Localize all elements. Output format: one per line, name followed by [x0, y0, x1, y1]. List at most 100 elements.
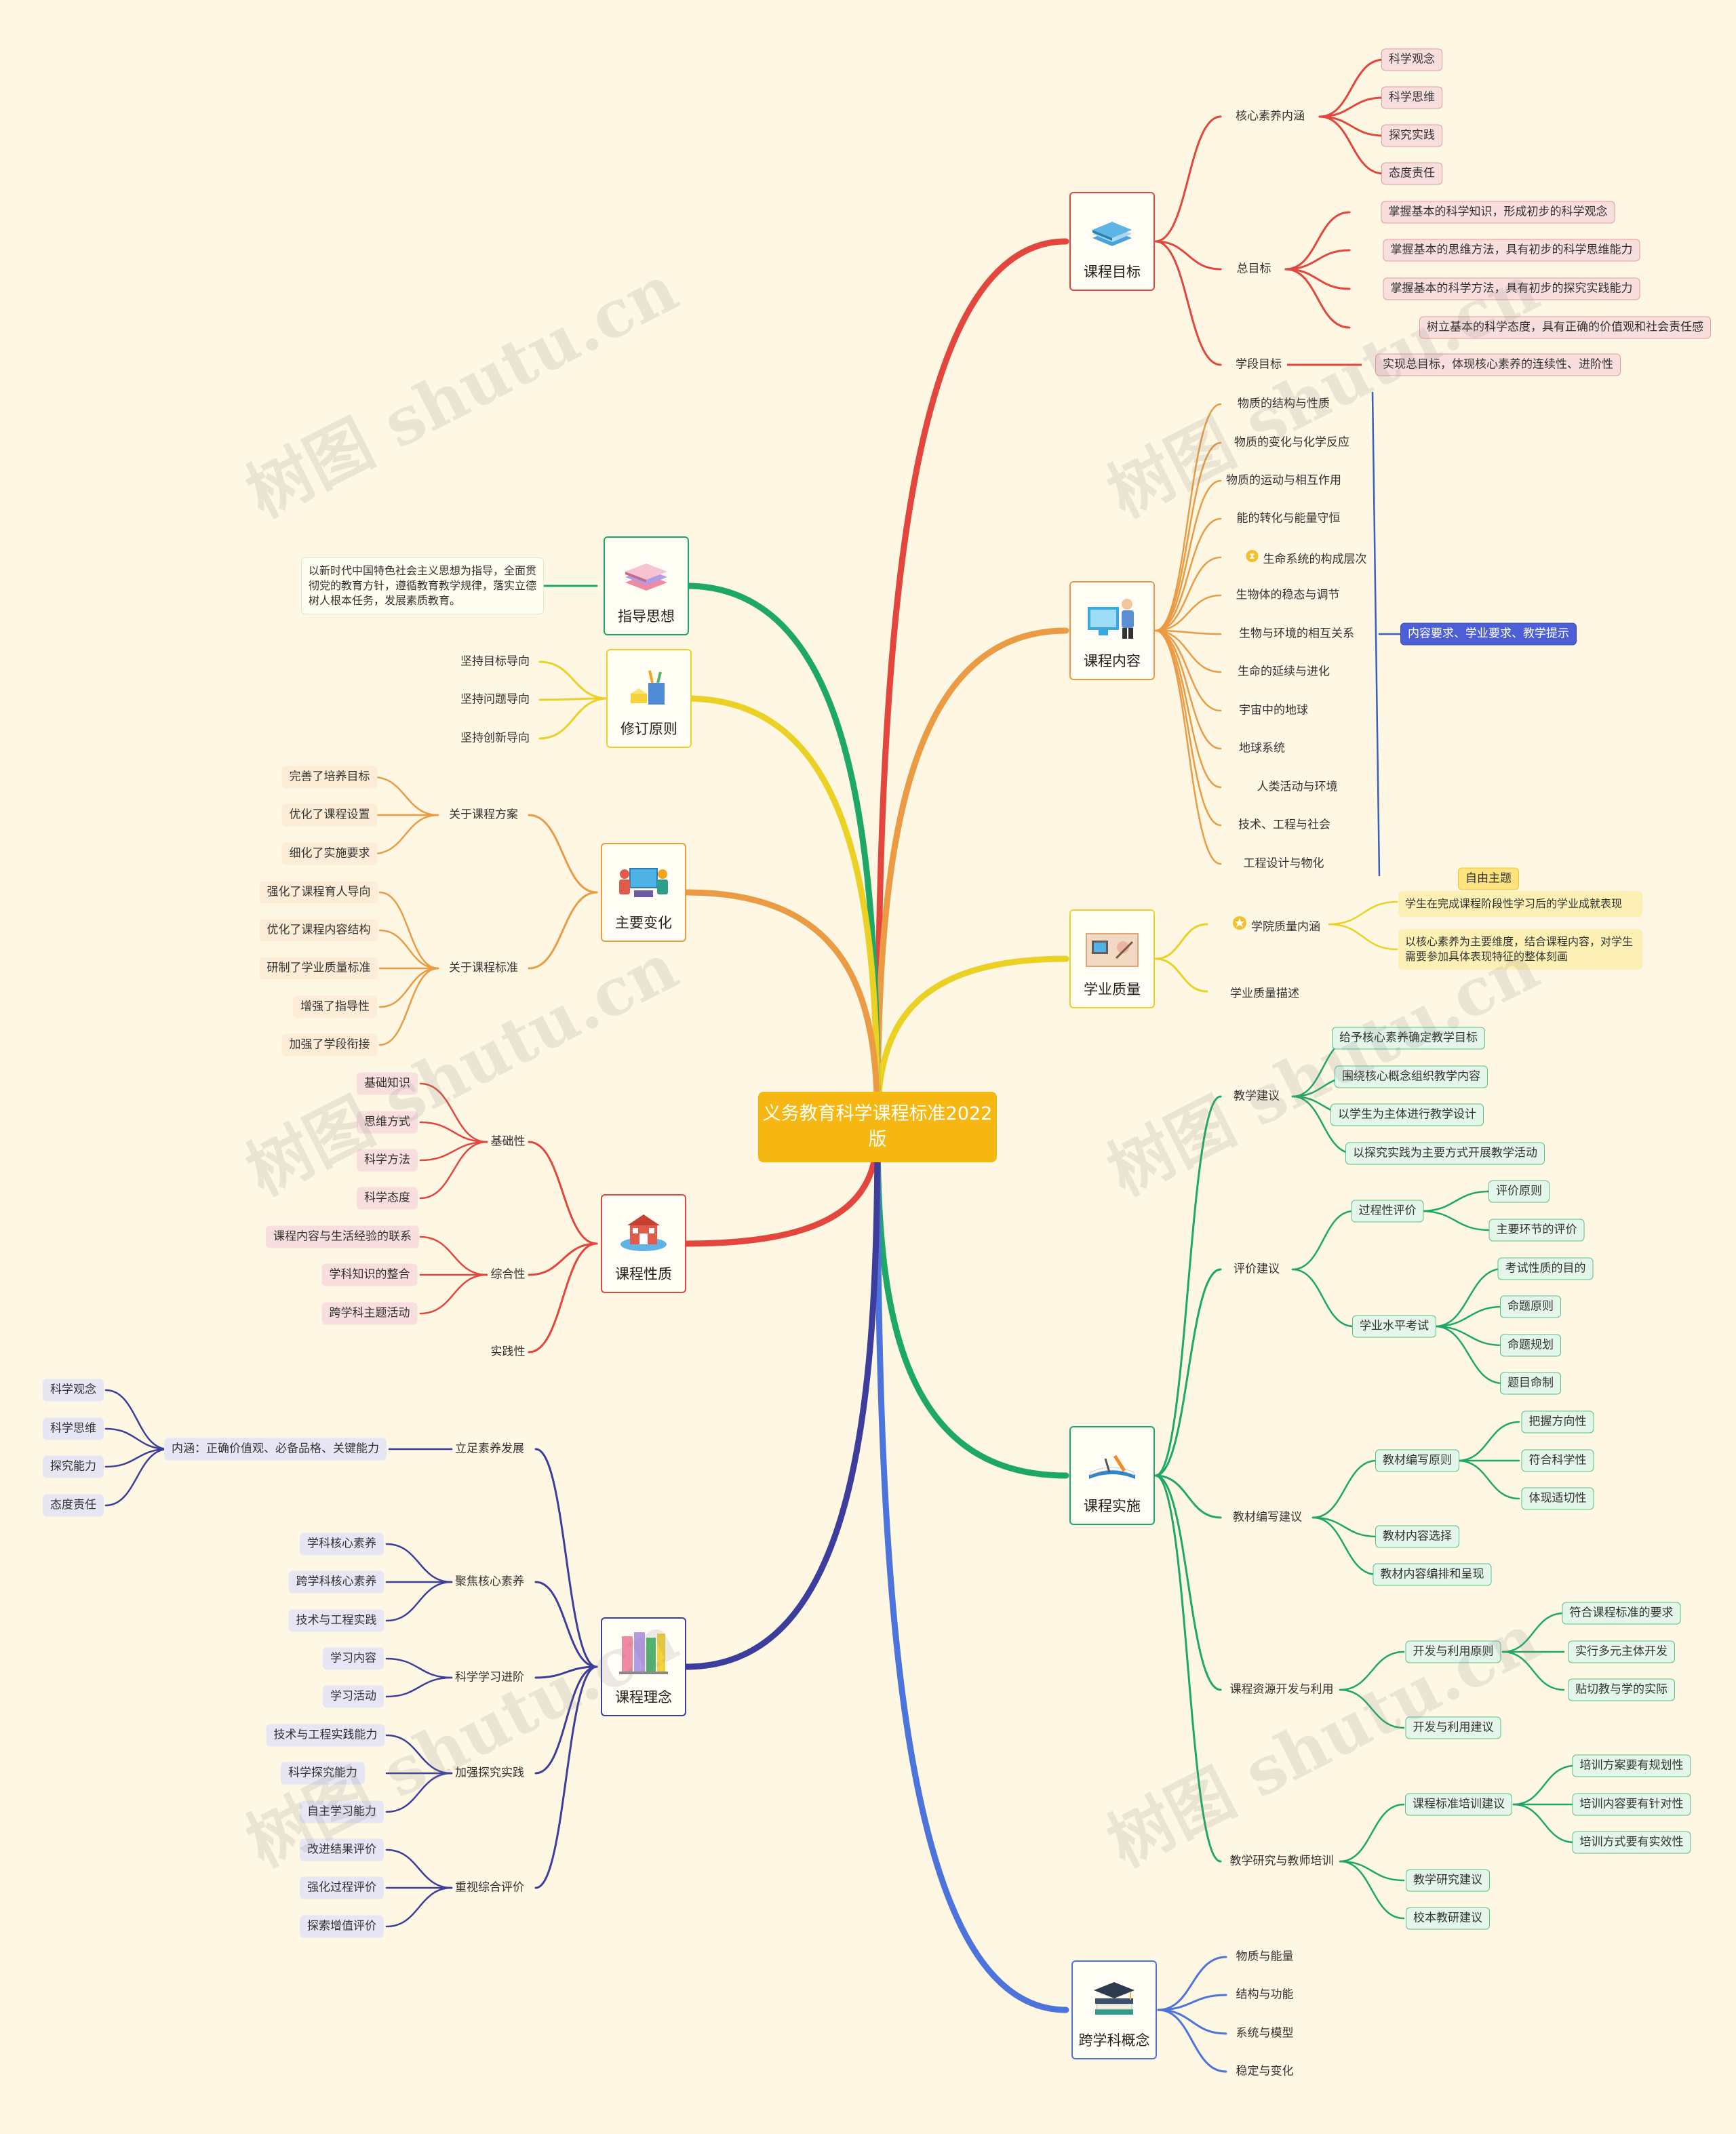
branch-card-changes[interactable]: 主要变化: [601, 843, 686, 942]
branch-card-concept[interactable]: 课程理念: [601, 1617, 686, 1716]
basic-item[interactable]: 思维方式: [357, 1111, 418, 1134]
teaching-node[interactable]: 教学建议: [1234, 1090, 1280, 1103]
cross-item[interactable]: 系统与模型: [1236, 2028, 1294, 2040]
basic-item[interactable]: 科学态度: [357, 1187, 418, 1210]
plan-item[interactable]: 细化了实施要求: [281, 842, 378, 865]
standard-item[interactable]: 强化了课程育人导向: [259, 881, 378, 904]
core-item[interactable]: 科学观念: [1381, 48, 1442, 71]
training-item[interactable]: 培训方式要有实效性: [1572, 1831, 1691, 1854]
core-item[interactable]: 科学思维: [1381, 86, 1442, 109]
basic-item[interactable]: 科学方法: [357, 1149, 418, 1172]
progress-node[interactable]: 科学学习进阶: [455, 1672, 524, 1684]
revision-item[interactable]: 坚持创新导向: [460, 732, 530, 745]
basic-node[interactable]: 基础性: [491, 1136, 526, 1148]
branch-card-cross[interactable]: 跨学科概念: [1071, 1960, 1157, 2059]
training-item[interactable]: 培训内容要有针对性: [1572, 1793, 1691, 1816]
principle-item[interactable]: 符合科学性: [1521, 1449, 1594, 1472]
literacy-item[interactable]: 科学思维: [43, 1417, 104, 1440]
general-goal-node[interactable]: 总目标: [1237, 263, 1271, 275]
assessment-item[interactable]: 探索增值评价: [300, 1915, 384, 1938]
teaching-item[interactable]: 以探究实践为主要方式开展教学活动: [1345, 1142, 1545, 1165]
resources-principle-node[interactable]: 开发与利用原则: [1405, 1640, 1501, 1663]
inquiry-item[interactable]: 技术与工程实践能力: [266, 1724, 385, 1747]
exam-item[interactable]: 题目命制: [1500, 1372, 1561, 1395]
principle-item[interactable]: 体现适切性: [1521, 1487, 1594, 1510]
cross-item[interactable]: 物质与能量: [1236, 1951, 1294, 1963]
cross-item[interactable]: 稳定与变化: [1236, 2066, 1294, 2078]
standard-item[interactable]: 增强了指导性: [293, 995, 377, 1019]
training-node[interactable]: 课程标准培训建议: [1405, 1793, 1512, 1816]
literacy-item[interactable]: 科学观念: [43, 1379, 104, 1402]
branch-card-quality[interactable]: 学业质量: [1069, 909, 1155, 1008]
training-item[interactable]: 培训方案要有规划性: [1572, 1754, 1691, 1777]
literacy-item[interactable]: 探究能力: [43, 1455, 104, 1478]
assessment-node[interactable]: 重视综合评价: [455, 1882, 524, 1894]
process-eval-node[interactable]: 过程性评价: [1351, 1200, 1424, 1223]
quality-connotation-node[interactable]: 学院质量内涵: [1232, 915, 1320, 933]
content-item[interactable]: 生物体的稳态与调节: [1236, 589, 1340, 601]
resources-item[interactable]: 符合课程标准的要求: [1562, 1602, 1681, 1625]
practical-node[interactable]: 实践性: [491, 1346, 526, 1358]
resources-suggest-node[interactable]: 开发与利用建议: [1405, 1716, 1501, 1739]
standard-item[interactable]: 优化了课程内容结构: [259, 919, 378, 942]
content-item[interactable]: 工程设计与物化: [1244, 858, 1324, 870]
inquiry-node[interactable]: 加强探究实践: [455, 1767, 524, 1779]
standard-item[interactable]: 研制了学业质量标准: [259, 957, 378, 980]
focus-node[interactable]: 聚焦核心素养: [455, 1576, 524, 1588]
resources-node[interactable]: 课程资源开发与利用: [1230, 1684, 1334, 1696]
eval-item[interactable]: 主要环节的评价: [1488, 1219, 1585, 1242]
content-item[interactable]: 宇宙中的地球: [1239, 705, 1308, 717]
assessment-item[interactable]: 改进结果评价: [300, 1838, 384, 1861]
resources-item[interactable]: 实行多元主体开发: [1568, 1640, 1675, 1663]
general-item[interactable]: 掌握基本的科学知识，形成初步的科学观念: [1381, 201, 1615, 224]
teaching-item[interactable]: 以学生为主体进行教学设计: [1330, 1103, 1484, 1126]
content-summary-node[interactable]: 内容要求、学业要求、教学提示: [1400, 623, 1577, 646]
branch-card-implementation[interactable]: 课程实施: [1069, 1426, 1155, 1525]
comprehensive-node[interactable]: 综合性: [491, 1269, 526, 1281]
core-literacy-node[interactable]: 核心素养内涵: [1236, 111, 1305, 123]
eval-item[interactable]: 评价原则: [1488, 1180, 1550, 1203]
content-item[interactable]: 技术、工程与社会: [1238, 819, 1330, 831]
basic-item[interactable]: 基础知识: [357, 1072, 418, 1095]
focus-item[interactable]: 技术与工程实践: [288, 1609, 384, 1632]
textbook-item[interactable]: 教材内容选择: [1375, 1525, 1459, 1548]
inquiry-item[interactable]: 自主学习能力: [300, 1800, 384, 1823]
content-item[interactable]: 人类活动与环境: [1257, 781, 1338, 793]
textbook-item[interactable]: 教材内容编排和呈现: [1373, 1563, 1492, 1586]
stage-item[interactable]: 实现总目标，体现核心素养的连续性、进阶性: [1375, 353, 1621, 376]
progress-item[interactable]: 学习内容: [323, 1647, 384, 1670]
quality-description-node[interactable]: 学业质量描述: [1230, 988, 1299, 1000]
content-item[interactable]: 物质的变化与化学反应: [1234, 437, 1349, 449]
resources-item[interactable]: 贴切教与学的实际: [1568, 1678, 1675, 1701]
revision-item[interactable]: 坚持目标导向: [460, 656, 530, 668]
textbook-principle-node[interactable]: 教材编写原则: [1375, 1449, 1459, 1472]
evaluation-node[interactable]: 评价建议: [1234, 1263, 1280, 1276]
focus-item[interactable]: 跨学科核心素养: [288, 1570, 384, 1594]
exam-item[interactable]: 命题规划: [1500, 1334, 1561, 1357]
general-item[interactable]: 树立基本的科学态度，具有正确的价值观和社会责任感: [1419, 316, 1711, 339]
cross-item[interactable]: 结构与功能: [1236, 1989, 1294, 2001]
comprehensive-item[interactable]: 课程内容与生活经验的联系: [266, 1225, 419, 1248]
branch-card-revision[interactable]: 修订原则: [606, 649, 692, 748]
standard-node[interactable]: 关于课程标准: [449, 962, 518, 974]
research-item[interactable]: 教学研究建议: [1406, 1869, 1490, 1892]
research-item[interactable]: 校本教研建议: [1406, 1907, 1490, 1930]
connotation-node[interactable]: 内涵：正确价值观、必备品格、关键能力: [164, 1438, 387, 1461]
plan-node[interactable]: 关于课程方案: [449, 809, 518, 821]
exam-item[interactable]: 考试性质的目的: [1497, 1257, 1594, 1280]
plan-item[interactable]: 优化了课程设置: [281, 804, 378, 827]
stage-goal-node[interactable]: 学段目标: [1236, 359, 1282, 371]
core-item[interactable]: 态度责任: [1381, 162, 1442, 185]
research-node[interactable]: 教学研究与教师培训: [1230, 1855, 1334, 1868]
core-item[interactable]: 探究实践: [1381, 124, 1442, 147]
branch-card-guiding[interactable]: 指导思想: [604, 536, 689, 635]
standard-item[interactable]: 加强了学段衔接: [281, 1033, 378, 1056]
branch-card-goals[interactable]: 课程目标: [1069, 192, 1155, 291]
root-topic[interactable]: 义务教育科学课程标准2022版: [758, 1092, 997, 1162]
teaching-item[interactable]: 围绕核心概念组织教学内容: [1335, 1065, 1488, 1088]
teaching-item[interactable]: 给予核心素养确定教学目标: [1332, 1027, 1485, 1050]
branch-card-content[interactable]: 课程内容: [1069, 581, 1155, 680]
textbook-node[interactable]: 教材编写建议: [1233, 1511, 1302, 1524]
branch-card-nature[interactable]: 课程性质: [601, 1194, 686, 1293]
literacy-item[interactable]: 态度责任: [43, 1494, 104, 1517]
